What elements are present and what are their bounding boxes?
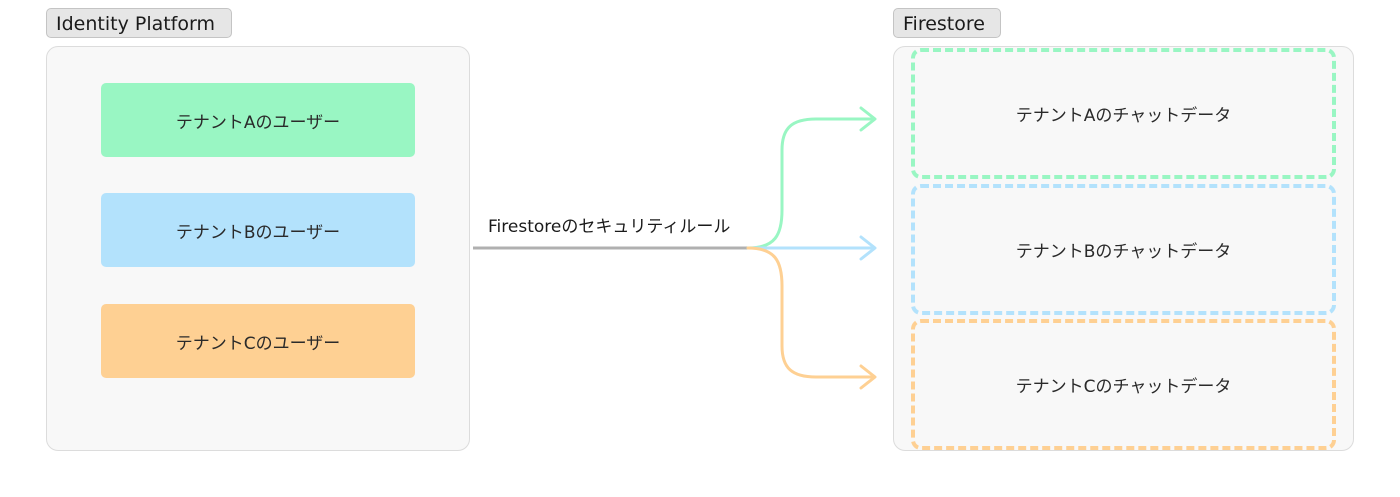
tenant-a-chat-data-box: テナントAのチャットデータ (911, 48, 1336, 179)
arrowhead-tenant-c (859, 364, 877, 390)
arrowhead-tenant-b (859, 235, 877, 261)
tenant-b-chat-data-box: テナントBのチャットデータ (911, 184, 1336, 315)
identity-platform-label: Identity Platform (46, 8, 232, 38)
branch-to-tenant-c (746, 246, 876, 379)
tenant-a-users-box: テナントAのユーザー (101, 83, 415, 157)
firestore-panel (893, 46, 1354, 451)
tenant-c-users-box: テナントCのユーザー (101, 304, 415, 378)
tenant-c-chat-data-box: テナントCのチャットデータ (911, 319, 1336, 450)
tenant-b-users-box: テナントBのユーザー (101, 193, 415, 267)
security-rules-label: Firestoreのセキュリティルール (488, 217, 731, 237)
firestore-label: Firestore (893, 8, 1001, 38)
arrowhead-tenant-a (859, 106, 877, 132)
branch-to-tenant-a (746, 117, 876, 250)
